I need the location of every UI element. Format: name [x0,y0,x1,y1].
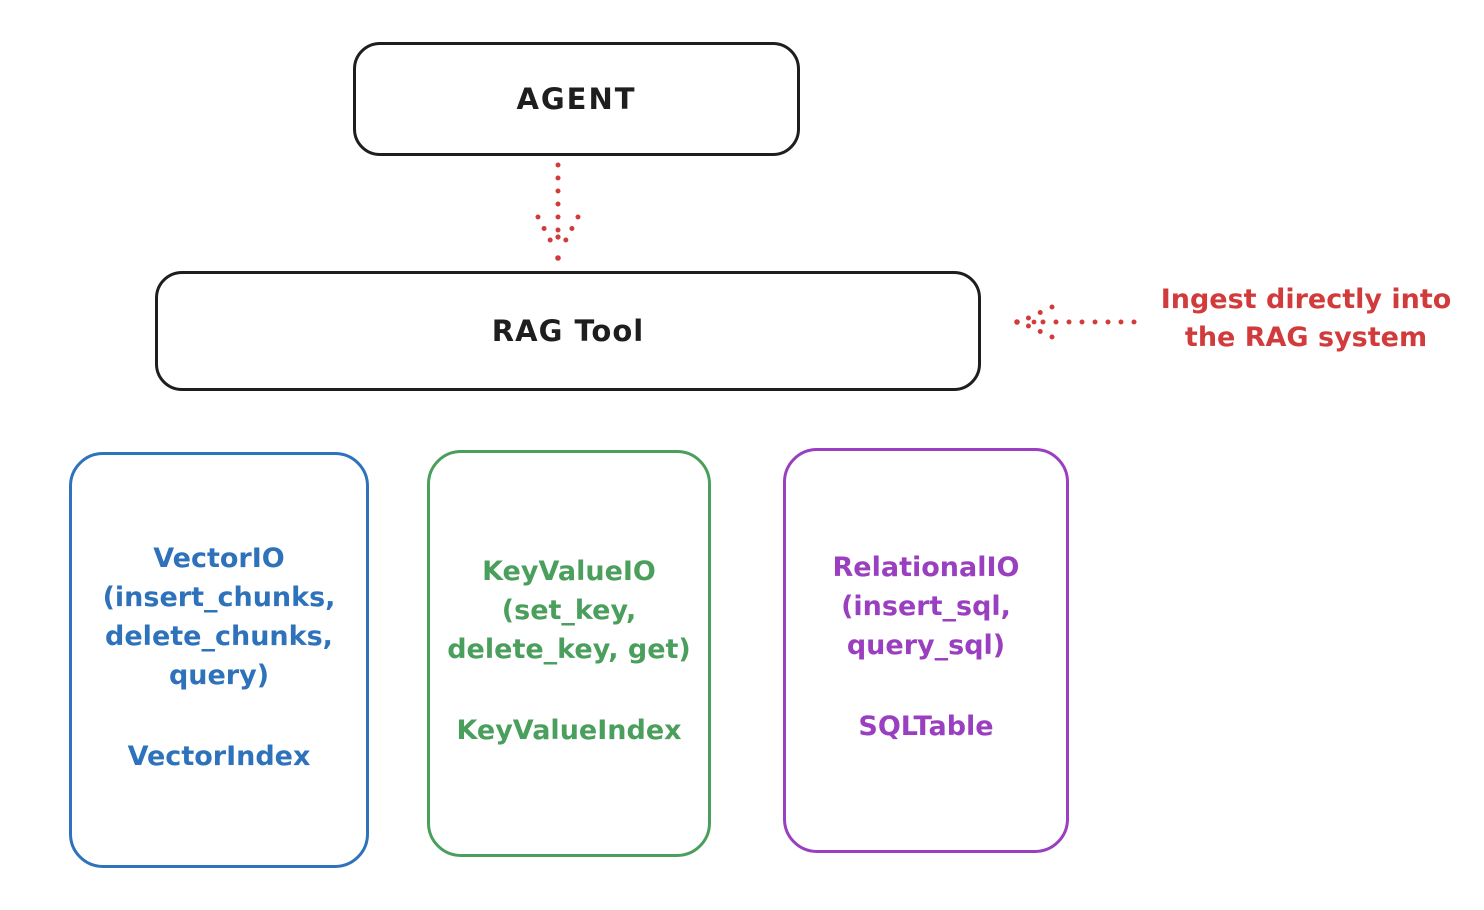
agent-box: AGENT [353,42,800,156]
agent-box-label: AGENT [516,82,637,116]
relational-io-title: RelationalIO [832,552,1020,583]
key-value-io-box: KeyValueIO (set_key, delete_key, get) Ke… [427,450,711,857]
key-value-io-title: KeyValueIO [482,556,656,587]
key-value-index-label: KeyValueIndex [456,715,682,746]
ingest-annotation: Ingest directly into the RAG system [1160,284,1452,353]
vector-io-title: VectorIO [153,543,285,574]
key-value-io-methods: (set_key, delete_key, get) [447,595,691,665]
rag-tool-box: RAG Tool [155,271,981,391]
sql-table-label: SQLTable [858,711,994,742]
ingest-to-rag-arrow-icon [1014,304,1137,340]
relational-io-box: RelationalIO (insert_sql, query_sql) SQL… [783,448,1069,853]
relational-io-methods: (insert_sql, query_sql) [841,591,1011,661]
agent-to-rag-arrow-icon [535,162,581,261]
rag-tool-box-label: RAG Tool [491,314,645,348]
vector-io-box: VectorIO (insert_chunks, delete_chunks, … [69,452,369,868]
vector-index-label: VectorIndex [127,741,311,772]
vector-io-methods: (insert_chunks, delete_chunks, query) [102,582,336,691]
